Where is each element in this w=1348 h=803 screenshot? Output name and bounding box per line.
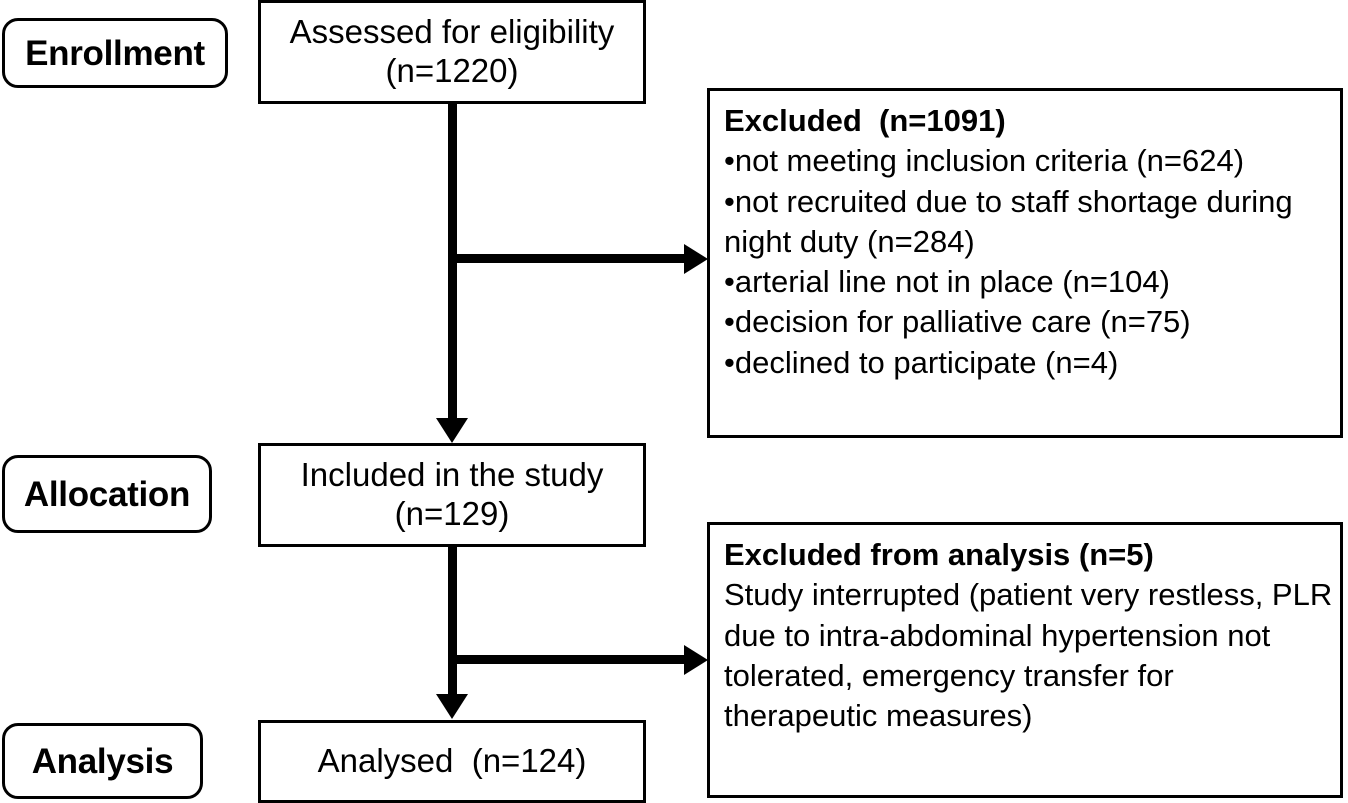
- connector-excluded-enrollment-shaft: [452, 254, 685, 263]
- node-analysed-line1: Analysed (n=124): [317, 742, 587, 780]
- excluded-enrollment-reason: •not recruited due to staff shortage dur…: [724, 183, 1302, 259]
- connector-included-to-analysed-shaft: [448, 547, 457, 695]
- connector-excluded-analysis-shaft: [452, 655, 685, 664]
- excluded-enrollment-title: Excluded (n=1091): [724, 103, 1006, 138]
- stage-label-allocation-text: Allocation: [23, 474, 191, 514]
- node-included-line1: Included in the study: [300, 456, 604, 494]
- excluded-enrollment-reason: •decision for palliative care (n=75): [724, 304, 1191, 340]
- excluded-enrollment-reason: •declined to participate (n=4): [724, 344, 1119, 380]
- connector-assessed-to-included-arrowhead: [436, 418, 468, 443]
- node-assessed-line2: (n=1220): [385, 52, 519, 89]
- node-analysed: Analysed (n=124): [258, 720, 646, 803]
- node-assessed-text-wrap: Assessed for eligibility (n=1220): [290, 13, 615, 91]
- stage-label-enrollment: Enrollment: [2, 18, 228, 88]
- node-assessed-line1: Assessed for eligibility: [289, 13, 615, 51]
- node-included-text-wrap: Included in the study (n=129): [301, 456, 604, 534]
- stage-label-allocation: Allocation: [2, 455, 212, 533]
- stage-label-enrollment-text: Enrollment: [25, 33, 205, 73]
- excluded-enrollment-reason: •arterial line not in place (n=104): [724, 264, 1170, 300]
- stage-label-analysis: Analysis: [2, 723, 203, 799]
- connector-excluded-analysis-arrowhead: [684, 645, 708, 675]
- node-assessed-for-eligibility: Assessed for eligibility (n=1220): [258, 0, 646, 104]
- node-excluded-enrollment: Excluded (n=1091) •not meeting inclusion…: [707, 88, 1343, 438]
- node-excluded-analysis: Excluded from analysis (n=5) Study inter…: [707, 522, 1343, 798]
- node-included-line2: (n=129): [394, 495, 510, 532]
- node-included-in-study: Included in the study (n=129): [258, 443, 646, 547]
- excluded-analysis-body: Study interrupted (patient very restless…: [724, 577, 1341, 734]
- stage-label-analysis-text: Analysis: [31, 741, 174, 781]
- excluded-enrollment-reason: •not meeting inclusion criteria (n=624): [724, 143, 1245, 179]
- connector-included-to-analysed-arrowhead: [436, 694, 468, 719]
- connector-excluded-enrollment-arrowhead: [684, 244, 708, 274]
- excluded-analysis-title: Excluded from analysis (n=5): [724, 537, 1154, 572]
